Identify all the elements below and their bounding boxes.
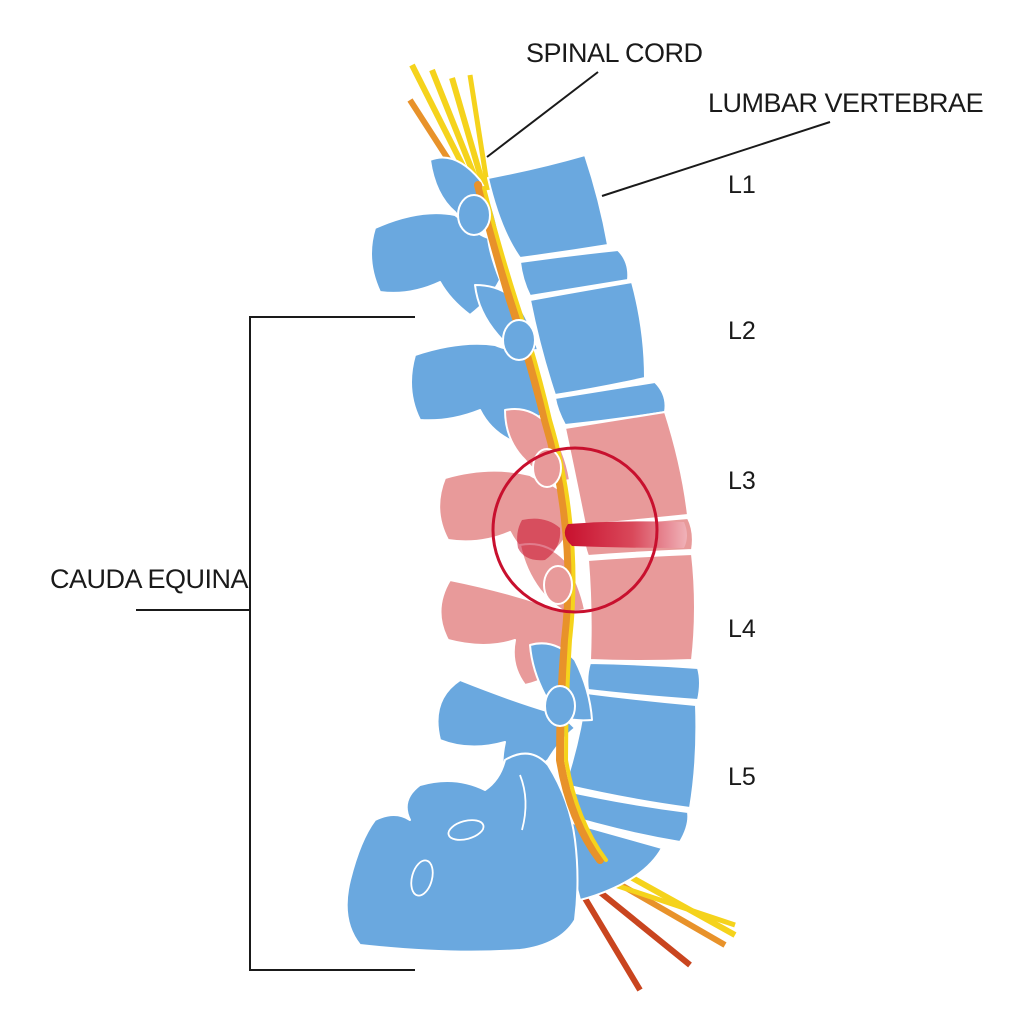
vertebra-body-l4 <box>587 553 696 662</box>
sacral-foramen <box>447 819 485 841</box>
spinal-cord <box>474 181 608 864</box>
nerve-root <box>577 888 643 992</box>
leader-lines <box>136 71 831 971</box>
vertebra-body-l1 <box>487 154 609 259</box>
facet-joint-l4 <box>543 565 573 605</box>
nerve-strand <box>409 63 473 182</box>
level-label-l2: L2 <box>728 317 756 345</box>
herniated-disc <box>564 521 687 548</box>
cauda-equina-bracket <box>249 316 415 971</box>
spinous-process-l5 <box>436 642 593 781</box>
disc-l4-l5 <box>586 662 701 701</box>
level-label-l5: L5 <box>728 763 756 791</box>
herniation-bulge <box>517 518 561 561</box>
lumbar-vertebrae-label: LUMBAR VERTEBRAE <box>708 88 983 118</box>
sacrum <box>345 752 579 953</box>
facet-joint-l2 <box>502 319 536 361</box>
facet-joint-l3 <box>532 448 562 488</box>
level-label-l3: L3 <box>728 467 756 495</box>
vertebra-body-l5 <box>564 692 698 809</box>
nerve-root <box>599 877 736 928</box>
nerve-root <box>583 877 692 968</box>
spinal-cord-leader <box>486 71 599 158</box>
nerve-strand <box>449 77 487 189</box>
facet-joint-l5 <box>544 685 576 727</box>
sacral-foramen <box>410 859 434 897</box>
cord-orange <box>474 181 604 864</box>
cord-yellow <box>482 186 608 862</box>
disc-l1-l2 <box>519 249 630 297</box>
herniation-highlight-ring <box>491 446 659 614</box>
sacral-ridge <box>519 774 527 831</box>
nerve-strand <box>429 68 481 187</box>
level-label-l1: L1 <box>728 171 756 199</box>
vertebra-body-l2 <box>529 281 646 396</box>
level-label-l4: L4 <box>728 615 756 643</box>
facet-joint-l1 <box>457 194 491 236</box>
facet-joints <box>457 194 576 727</box>
nerve-strand <box>467 74 491 191</box>
spinal-cord-label: SPINAL CORD <box>526 38 703 68</box>
cauda-equina-label: CAUDA EQUINA <box>50 564 249 594</box>
lumbar-vertebrae-leader <box>601 121 831 197</box>
vertebra-body-l3 <box>564 411 689 526</box>
